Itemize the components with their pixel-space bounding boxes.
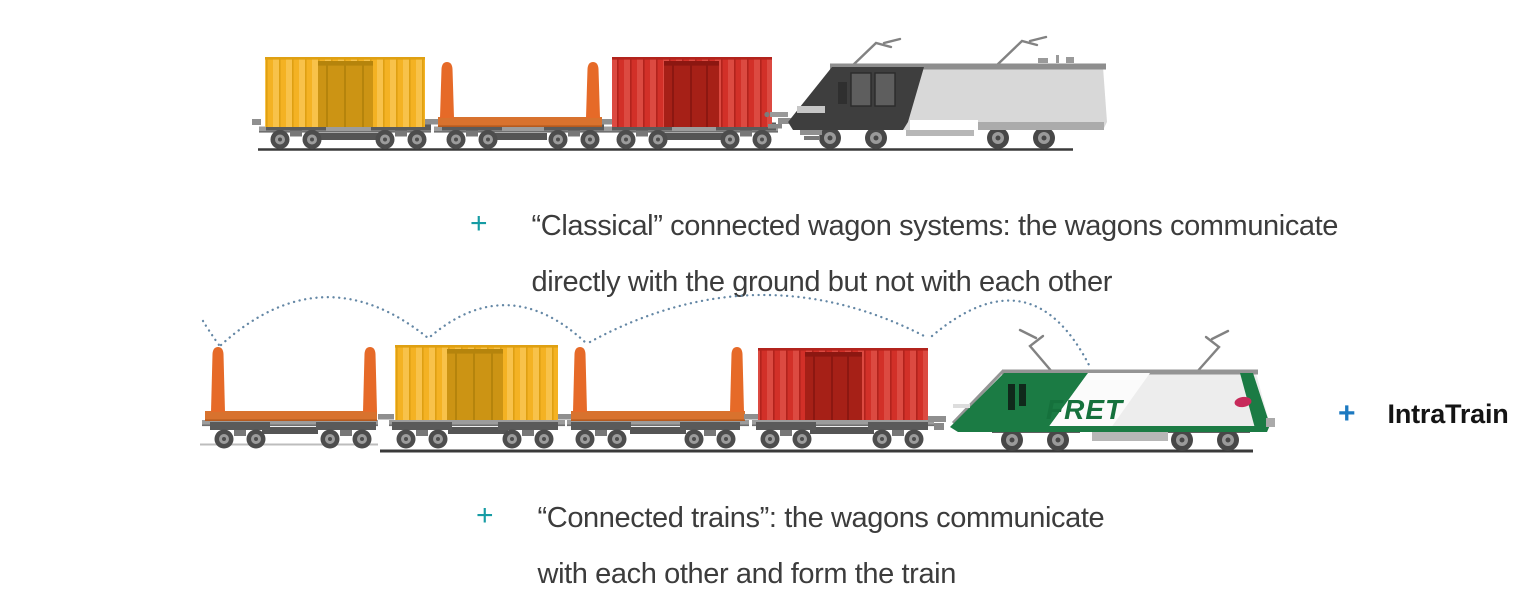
flat-wagon [202,347,378,449]
stake-icon [730,347,744,412]
grey-locomotive [764,35,1107,149]
fret-logo: FRET [1046,394,1125,425]
wireless-link-arc [429,304,588,345]
stake-icon [440,62,454,118]
stake-icon [363,347,377,412]
flat-wagon [558,347,749,449]
statement-connected-text: “Connected trains”: the wagons communica… [538,490,1105,599]
red-boxcar [602,57,778,149]
statement-classical-line2: directly with the ground but not with ea… [531,266,1113,298]
statement-connected-line2: with each other and form the train [537,558,957,590]
statement-connected: + “Connected trains”: the wagons communi… [476,490,1105,599]
yellow-boxcar [252,57,431,149]
red-boxcar [744,348,934,449]
statement-classical-text: “Classical” connected wagon systems: the… [532,198,1339,310]
fret-locomotive: FRET [928,328,1275,451]
intratrain-annotation: + IntraTrain [1338,388,1509,440]
classical-train-illustration [252,35,1107,151]
wireless-link-arcs [201,293,1092,369]
statement-classical-line1: “Classical” connected wagon systems: the… [531,210,1339,242]
stake-icon [573,347,587,412]
plus-bullet-icon: + [470,207,488,240]
pantograph-icon [849,35,1048,69]
wireless-link-arc [930,299,1092,369]
stake-icon [211,347,225,412]
statement-connected-line1: “Connected trains”: the wagons communica… [537,502,1105,534]
pantograph-icon [1018,328,1230,375]
statement-classical: + “Classical” connected wagon systems: t… [470,198,1338,310]
wireless-link-arc [588,293,930,344]
plus-bullet-icon: + [1338,397,1356,430]
sncf-logo-icon [1234,396,1252,408]
wireless-link-arc [201,319,221,347]
wireless-link-arc [219,296,430,347]
plus-bullet-icon: + [476,499,494,532]
flat-wagon [425,62,606,149]
intratrain-label: IntraTrain [1387,398,1509,429]
yellow-boxcar [378,345,565,449]
stake-icon [586,62,600,118]
number-plate [953,404,970,408]
number-plate [797,106,825,113]
connected-train-illustration: FRET [200,293,1275,453]
